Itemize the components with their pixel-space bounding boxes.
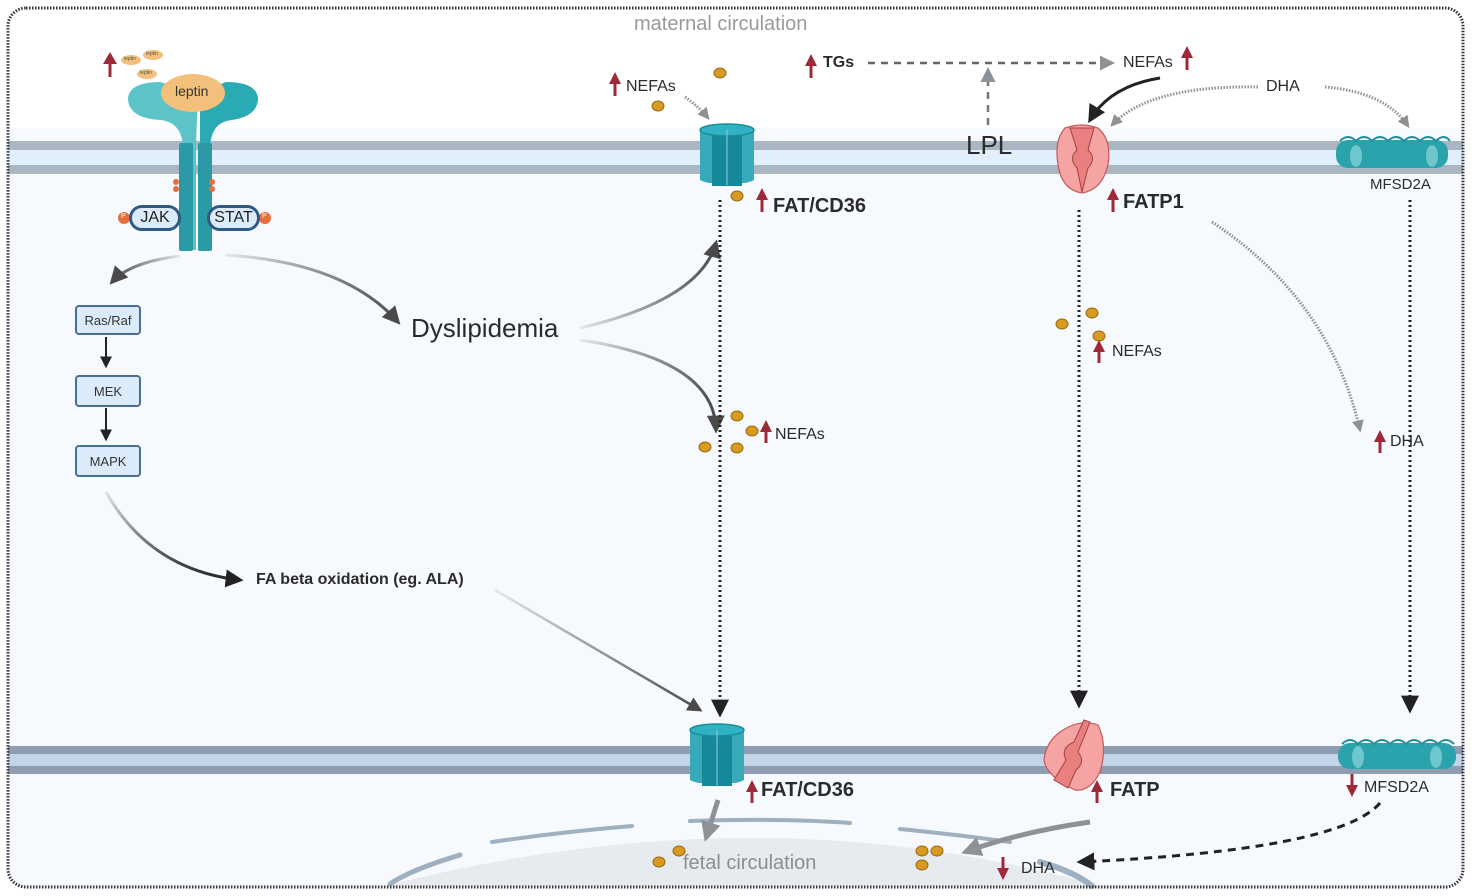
nefa-particle xyxy=(930,845,944,857)
arrow-dyslipidemia-to-apical-cd36 xyxy=(579,239,721,330)
leptin-small-1 xyxy=(121,55,141,65)
dha-maternal-label: DHA xyxy=(1266,78,1300,95)
up-arrow-icon xyxy=(609,72,621,96)
leptin-up-arrow-icon xyxy=(103,52,117,77)
arrow-nefas-to-fatp1 xyxy=(1088,76,1161,124)
fetal-circulation-label: fetal circulation xyxy=(683,852,817,874)
nefa-particle xyxy=(672,845,686,857)
apical-fat-cd36-channel xyxy=(699,123,755,186)
mapk-label: MAPK xyxy=(89,453,127,469)
nefa-particle xyxy=(1055,318,1069,330)
arrow-mapk-to-beta-oxidation xyxy=(104,491,244,588)
beta-oxidation-label: FA beta oxidation (eg. ALA) xyxy=(256,571,464,588)
arrow-leptin-to-rasraf xyxy=(109,254,181,285)
arrow-beta-oxidation-to-basal-cd36 xyxy=(494,588,703,712)
basal-fat-cd36-label: FAT/CD36 xyxy=(761,779,854,801)
jak-label: JAK xyxy=(140,209,170,226)
arrow-leptin-to-dyslipidemia xyxy=(224,253,401,325)
arrow-dyslipidemia-to-nefas xyxy=(579,338,725,434)
down-arrow-icon xyxy=(997,857,1009,880)
up-arrow-icon xyxy=(1093,340,1105,363)
basal-mfsd2a-transporter xyxy=(1338,739,1456,769)
apical-mfsd2a-label: MFSD2A xyxy=(1370,176,1431,193)
leptin-small-label: leptin xyxy=(140,70,152,76)
apical-fatp1-label: FATP1 xyxy=(1123,191,1184,213)
up-arrow-icon xyxy=(760,420,772,443)
nefa-particle xyxy=(698,441,712,453)
stat-label: STAT xyxy=(214,209,253,226)
rasraf-label: Ras/Raf xyxy=(84,312,132,328)
nefa-particle xyxy=(730,190,744,202)
maternal-circulation-label: maternal circulation xyxy=(634,13,808,35)
dyslipidemia-label: Dyslipidemia xyxy=(411,313,559,343)
basal-fat-cd36-channel xyxy=(689,723,745,786)
down-arrow-icon xyxy=(1346,774,1358,797)
fetal-capillary-wall-segment xyxy=(490,824,634,844)
phospho-stat-icon xyxy=(259,212,271,224)
nefa-particle xyxy=(745,425,759,437)
nefa-particle xyxy=(1085,307,1099,319)
cascade-mek: MEK xyxy=(75,375,141,407)
dha-fetal-label: DHA xyxy=(1021,860,1055,877)
leptin-small-label: leptin xyxy=(146,51,158,57)
arrow-fatp1-to-dha xyxy=(1211,220,1364,433)
diagram-border xyxy=(6,6,1465,889)
nefa-particle xyxy=(713,67,727,79)
arrow-cd36-to-fetal xyxy=(701,799,721,842)
leptin-label: leptin xyxy=(175,83,209,99)
basal-fatp-transporter xyxy=(1043,719,1105,791)
nefas-intracellular-mid-label: NEFAs xyxy=(775,426,825,443)
phospho-label: P xyxy=(262,213,267,220)
up-arrow-icon xyxy=(805,54,817,78)
arrow-mfsd2a-to-fetal-dha xyxy=(1076,802,1382,871)
up-arrow-icon xyxy=(1107,188,1119,212)
arrow-dha-to-mfsd2a xyxy=(1324,85,1410,128)
leptin-small-2 xyxy=(143,50,163,60)
nefa-particle xyxy=(915,859,929,871)
leptin-small-label: leptin xyxy=(124,56,136,62)
nefas-maternal-right-label: NEFAs xyxy=(1123,54,1173,71)
tgs-label: TGs xyxy=(823,54,855,71)
stat-kinase: STAT xyxy=(207,205,260,231)
nefa-particle xyxy=(730,442,744,454)
leptin-ligand xyxy=(161,74,225,112)
up-arrow-icon xyxy=(1374,430,1386,453)
nefa-particle xyxy=(652,856,666,868)
mek-label: MEK xyxy=(93,383,123,399)
arrow-dha-to-fatp1 xyxy=(1110,85,1259,127)
fetal-capillary-wall xyxy=(387,852,463,887)
phospho-label: P xyxy=(121,213,126,220)
nefa-particle xyxy=(1092,330,1106,342)
arrow-fatp-to-fetal xyxy=(961,819,1091,856)
apical-fatp1-transporter xyxy=(1056,124,1110,194)
up-arrow-icon xyxy=(1091,780,1103,803)
up-arrow-icon xyxy=(1181,46,1193,70)
leptin-small-3 xyxy=(137,69,157,79)
nefas-intracellular-right-label: NEFAs xyxy=(1112,343,1162,360)
nefas-maternal-left-label: NEFAs xyxy=(626,78,676,95)
phospho-jak-icon xyxy=(118,212,130,224)
apical-mfsd2a-transporter xyxy=(1336,136,1451,168)
jak-kinase: JAK xyxy=(129,205,181,231)
basal-fatp-label: FATP xyxy=(1110,779,1160,801)
up-arrow-icon xyxy=(756,188,768,212)
fetal-capillary-wall-segment xyxy=(1037,859,1095,889)
up-arrow-icon xyxy=(746,780,758,803)
basal-mfsd2a-label: MFSD2A xyxy=(1364,779,1429,796)
cascade-mapk: MAPK xyxy=(75,445,141,477)
dha-intracellular-label: DHA xyxy=(1390,433,1424,450)
nefa-particle xyxy=(730,410,744,422)
cascade-rasraf: Ras/Raf xyxy=(75,305,141,335)
nefa-particle xyxy=(651,100,665,112)
apical-fat-cd36-label: FAT/CD36 xyxy=(773,195,866,217)
nefa-particle xyxy=(915,845,929,857)
lpl-label: LPL xyxy=(966,130,1013,160)
